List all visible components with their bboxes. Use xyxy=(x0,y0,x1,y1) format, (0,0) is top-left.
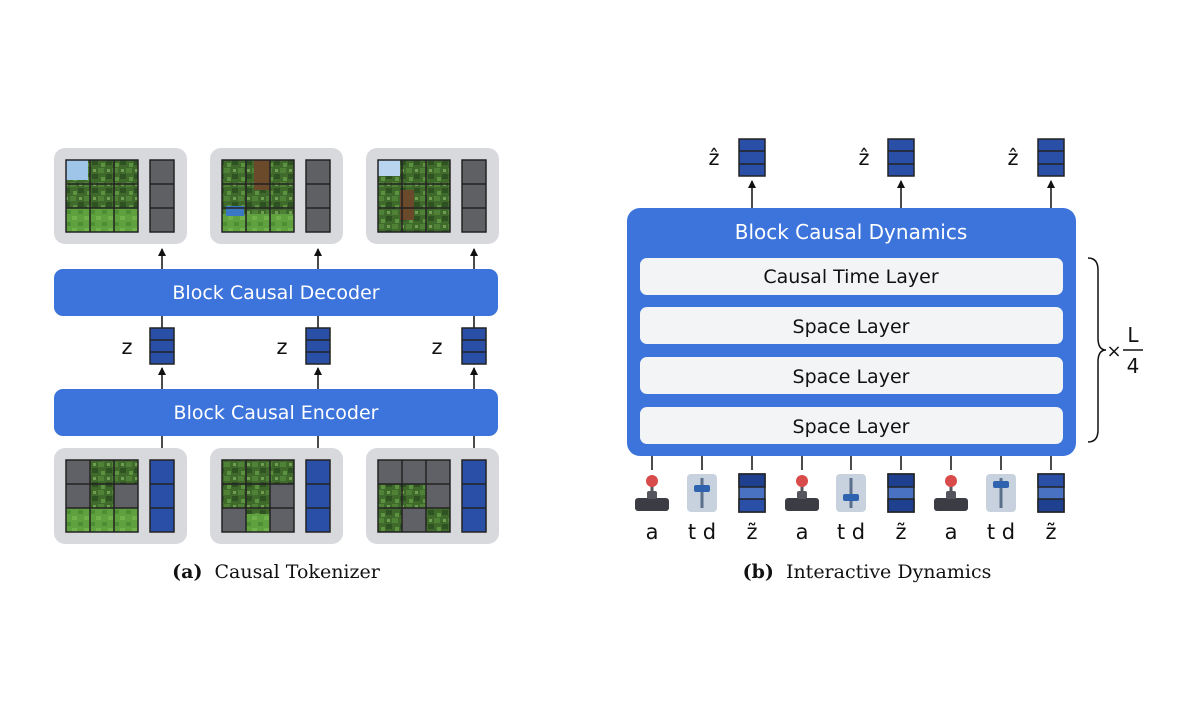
caption-b: (b) Interactive Dynamics xyxy=(743,561,992,583)
layer-space-1: Space Layer xyxy=(640,307,1063,344)
caption-a-text: Causal Tokenizer xyxy=(215,561,381,583)
output-zhat-1: ẑ xyxy=(708,138,766,208)
decoder-label: Block Causal Decoder xyxy=(172,282,379,304)
dynamics-title: Block Causal Dynamics xyxy=(735,220,968,244)
input-frame-3 xyxy=(366,448,499,544)
multiplier-numerator: L xyxy=(1127,323,1139,347)
input-label-9: z̃ xyxy=(1045,520,1056,544)
output-zhat-3: ẑ xyxy=(1007,138,1065,208)
block-causal-encoder: Block Causal Encoder xyxy=(54,389,498,436)
masked-image-2 xyxy=(221,459,295,533)
input-labels: a t d z̃ a t d z̃ a t d z̃ xyxy=(646,520,1057,544)
caption-a: (a) Causal Tokenizer xyxy=(172,561,381,583)
block-causal-dynamics: Block Causal Dynamics Causal Time Layer … xyxy=(627,208,1076,456)
input-label-5: t d xyxy=(837,520,865,544)
multiplier-denominator: 4 xyxy=(1127,354,1140,378)
gray-token-stack-2 xyxy=(305,159,331,233)
input-connectors xyxy=(651,456,1052,470)
joystick-icon xyxy=(635,475,669,511)
blue-token-stack-2 xyxy=(305,459,331,533)
latent-token-icon xyxy=(738,473,766,513)
layer-label-3: Space Layer xyxy=(793,366,910,388)
output-zhat-2: ẑ xyxy=(858,138,915,208)
times-symbol: × xyxy=(1106,341,1121,362)
caption-b-prefix: (b) xyxy=(743,561,774,583)
latent-z-label-2: z xyxy=(276,335,287,359)
input-label-6: z̃ xyxy=(895,520,906,544)
slider-icon xyxy=(687,474,717,512)
zhat-label-2: ẑ xyxy=(858,146,869,170)
encoder-label: Block Causal Encoder xyxy=(174,402,379,424)
interactive-dynamics-panel: ẑ ẑ ẑ Block Causal Dynamics Causal Time … xyxy=(627,138,1143,583)
caption-a-prefix: (a) xyxy=(172,561,202,583)
masked-image-3 xyxy=(377,459,451,533)
causal-tokenizer-panel: Block Causal Decoder z z z Block xyxy=(54,148,499,583)
latent-token-icon xyxy=(1037,473,1065,513)
joystick-icon xyxy=(934,475,968,511)
output-frame-3 xyxy=(366,148,499,244)
slider-icon xyxy=(836,474,866,512)
input-label-3: z̃ xyxy=(746,520,757,544)
joystick-icon xyxy=(785,475,819,511)
zhat-label-3: ẑ xyxy=(1007,146,1018,170)
latent-token-icon xyxy=(887,473,915,513)
layer-label-4: Space Layer xyxy=(793,416,910,438)
layer-repeat-brace: × L 4 xyxy=(1087,257,1143,443)
input-label-4: a xyxy=(796,520,809,544)
masked-image-1 xyxy=(65,459,139,533)
input-label-1: a xyxy=(646,520,659,544)
latent-z-label-3: z xyxy=(431,335,442,359)
input-frame-2 xyxy=(210,448,343,544)
decoded-image-1 xyxy=(65,159,139,233)
decoded-image-3 xyxy=(377,159,451,233)
output-frame-1 xyxy=(54,148,187,244)
input-frame-1 xyxy=(54,448,187,544)
layer-space-3: Space Layer xyxy=(640,407,1063,444)
blue-token-stack-3 xyxy=(461,459,487,533)
latent-z-2: z xyxy=(276,316,331,365)
layer-label-1: Causal Time Layer xyxy=(763,266,939,288)
block-causal-decoder: Block Causal Decoder xyxy=(54,269,498,316)
gray-token-stack-1 xyxy=(149,159,175,233)
output-frame-2 xyxy=(210,148,343,244)
layer-label-2: Space Layer xyxy=(793,316,910,338)
input-label-7: a xyxy=(945,520,958,544)
decoded-image-2 xyxy=(221,159,295,233)
caption-b-text: Interactive Dynamics xyxy=(786,561,991,583)
latent-z-3: z xyxy=(431,316,487,365)
latent-z-1: z xyxy=(121,316,175,365)
input-label-8: t d xyxy=(987,520,1015,544)
latent-z-label-1: z xyxy=(121,335,132,359)
input-label-2: t d xyxy=(688,520,716,544)
layer-causal-time: Causal Time Layer xyxy=(640,258,1063,295)
layer-space-2: Space Layer xyxy=(640,357,1063,394)
slider-icon xyxy=(986,474,1016,512)
blue-token-stack-1 xyxy=(149,459,175,533)
curly-brace xyxy=(1087,257,1107,443)
gray-token-stack-3 xyxy=(461,159,487,233)
zhat-label-1: ẑ xyxy=(708,146,719,170)
